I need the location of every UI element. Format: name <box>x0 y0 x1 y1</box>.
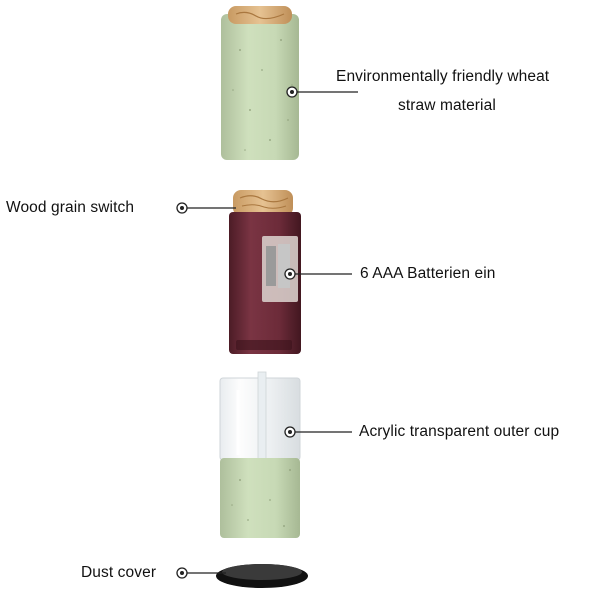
dust-cover <box>216 564 308 588</box>
wood-switch-cap <box>233 190 293 216</box>
material-label-line-2: straw material <box>398 97 496 114</box>
cup-label: Acrylic transparent outer cup <box>359 423 560 440</box>
material-label-line-1: Environmentally friendly wheat <box>336 68 550 85</box>
cup-module <box>219 371 301 538</box>
top-wood-cap <box>228 6 292 24</box>
dust-cover-label: Dust cover <box>81 564 157 581</box>
switch-label: Wood grain switch <box>6 199 135 216</box>
top-shell <box>221 6 299 160</box>
battery-label: 6 AAA Batterien ein <box>360 265 496 282</box>
callouts <box>186 91 358 574</box>
battery-module <box>229 190 301 354</box>
target-dot-icon <box>176 86 298 579</box>
